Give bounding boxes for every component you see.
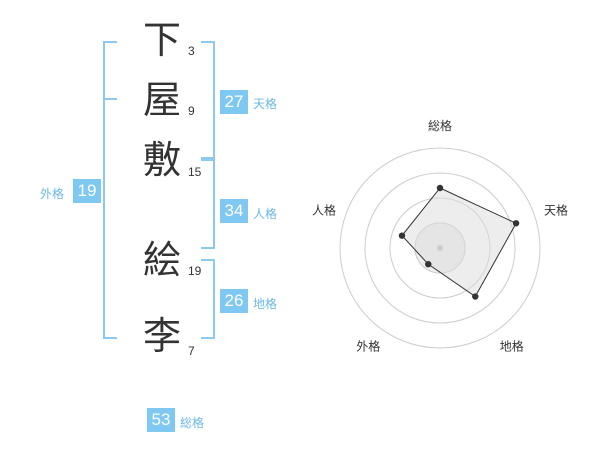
gaikaku-value: 19 (73, 179, 101, 203)
name-char-3: 敷 (142, 138, 181, 182)
stroke-count-2: 9 (188, 104, 195, 118)
jinkaku-label: 人格 (253, 207, 278, 221)
radar-score-point (425, 260, 432, 268)
name-char-4: 絵 (142, 238, 181, 282)
jinkaku-value: 34 (220, 199, 248, 223)
chikaku-label: 地格 (253, 297, 278, 311)
gaikaku-bracket (103, 41, 117, 339)
radar-score-point (472, 293, 479, 300)
chikaku-value: 26 (220, 289, 248, 313)
chikaku-bracket (201, 259, 215, 339)
soukaku-label: 総格 (180, 416, 205, 430)
gaikaku-bracket-tick (103, 98, 117, 100)
radar-axis-label: 人格 (312, 202, 336, 217)
radar-axis-label: 地格 (500, 339, 524, 354)
radar-axis-label: 総格 (428, 118, 452, 133)
radar-score-point (512, 220, 520, 227)
jinkaku-bracket (201, 159, 215, 249)
name-char-5: 李 (142, 314, 181, 358)
tenkaku-value: 27 (220, 90, 248, 114)
radar-grid-ring (364, 172, 516, 324)
stroke-count-5: 7 (188, 344, 195, 358)
soukaku-value: 53 (147, 408, 175, 432)
stroke-count-3: 15 (188, 165, 202, 179)
radar-axis-label: 外格 (356, 339, 380, 354)
gaikaku-label: 外格 (40, 187, 65, 201)
radar-axis-label: 天格 (544, 202, 568, 217)
stroke-count-4: 19 (188, 264, 202, 278)
radar-grid-ring (339, 147, 541, 349)
tenkaku-label: 天格 (253, 97, 278, 111)
name-char-2: 屋 (142, 78, 181, 122)
radar-score-point (436, 184, 444, 192)
name-char-1: 下 (142, 18, 181, 62)
tenkaku-bracket (201, 41, 215, 159)
radar-score-point (398, 232, 406, 239)
stroke-count-1: 3 (188, 44, 195, 58)
radar-score-polygon (401, 187, 517, 298)
